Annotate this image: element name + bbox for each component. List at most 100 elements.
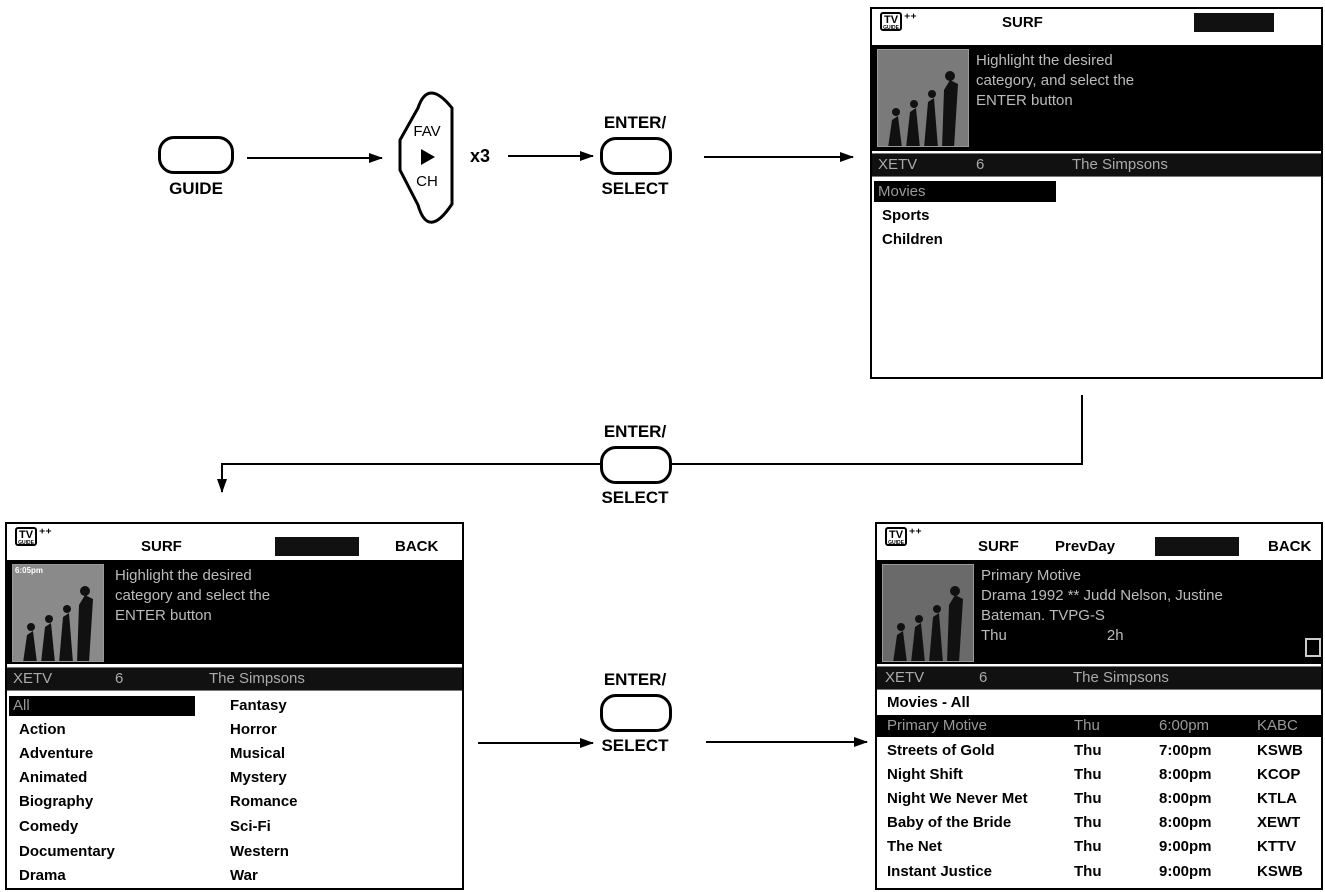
movie-row[interactable]: Streets of Gold Thu 7:00pm KSWB	[877, 740, 1321, 762]
program-description: Primary Motive Drama 1992 ** Judd Nelson…	[981, 567, 1223, 644]
surf-tab[interactable]: SURF	[1002, 14, 1043, 31]
movie-station: KTLA	[1257, 790, 1297, 807]
genre-item-biography[interactable]: Biography	[19, 793, 94, 810]
enter-label-3: ENTER/	[603, 670, 667, 689]
genre-item-animated[interactable]: Animated	[19, 769, 88, 786]
movie-title: Baby of the Bride	[887, 814, 1012, 831]
category-item-movies[interactable]: Movies	[874, 181, 1056, 202]
surf-tab[interactable]: SURF	[141, 538, 182, 555]
logo-mark: ⁺⁺	[39, 526, 52, 540]
movie-time: 9:00pm	[1159, 863, 1212, 880]
prevday-tab[interactable]: PrevDay	[1055, 538, 1116, 555]
movie-time: 8:00pm	[1159, 814, 1212, 831]
genre-item-all[interactable]: All	[9, 696, 195, 716]
movie-time: 8:00pm	[1159, 790, 1212, 807]
movie-day: Thu	[1074, 742, 1102, 759]
genre-item-sci-fi[interactable]: Sci-Fi	[230, 818, 271, 835]
movie-row[interactable]: Night We Never Met Thu 8:00pm KTLA	[877, 788, 1321, 810]
movie-title: Night Shift	[887, 766, 963, 783]
selected-tab[interactable]	[275, 537, 359, 556]
genre-item-documentary[interactable]: Documentary	[19, 843, 115, 860]
movie-station: KTTV	[1257, 838, 1297, 855]
select-label-2: SELECT	[601, 488, 669, 507]
movie-station: XEWT	[1257, 814, 1301, 831]
ch-label: CH	[416, 173, 438, 190]
info-panel: Highlight the desired category, and sele…	[872, 45, 1321, 151]
genre-item-mystery[interactable]: Mystery	[230, 769, 287, 786]
channel-number: 6	[115, 670, 124, 687]
channel-bar: XETV 6 The Simpsons	[872, 153, 1321, 177]
movie-day: Thu	[1074, 838, 1102, 855]
movie-time: 6:00pm	[1159, 717, 1210, 734]
movie-station: KSWB	[1257, 742, 1303, 759]
movie-station: KCOP	[1257, 766, 1301, 783]
genre-item-adventure[interactable]: Adventure	[19, 745, 94, 762]
movie-station: KSWB	[1257, 863, 1303, 880]
movie-day: Thu	[1074, 790, 1102, 807]
genre-item-action[interactable]: Action	[19, 721, 66, 738]
movie-row[interactable]: Baby of the Bride Thu 8:00pm XEWT	[877, 812, 1321, 834]
genre-item-drama[interactable]: Drama	[19, 867, 66, 884]
back-tab[interactable]: BACK	[1268, 538, 1312, 555]
movie-time: 9:00pm	[1159, 838, 1212, 855]
genre-item-musical[interactable]: Musical	[230, 745, 286, 762]
channel-bar: XETV 6 The Simpsons	[7, 667, 462, 691]
current-show: The Simpsons	[1073, 669, 1169, 686]
enter-select-button-3[interactable]	[600, 694, 672, 732]
movie-title: Primary Motive	[887, 717, 988, 734]
channel-number: 6	[979, 669, 988, 686]
genre-item-western[interactable]: Western	[230, 843, 289, 860]
guide-button[interactable]	[158, 136, 234, 174]
current-show: The Simpsons	[209, 670, 305, 687]
genre-item-comedy[interactable]: Comedy	[19, 818, 79, 835]
play-triangle-icon	[421, 149, 435, 165]
genre-item-fantasy[interactable]: Fantasy	[230, 697, 287, 714]
silhouette-image	[13, 565, 103, 661]
category-item-sports[interactable]: Sports	[882, 207, 930, 224]
select-label-1: SELECT	[601, 179, 669, 198]
enter-select-button-2[interactable]	[600, 446, 672, 484]
movie-day: Thu	[1074, 717, 1100, 734]
program-thumbnail: 6:05pm	[12, 564, 104, 662]
category-item-children[interactable]: Children	[882, 231, 943, 248]
movie-title: Streets of Gold	[887, 742, 995, 759]
selected-tab[interactable]	[1155, 537, 1239, 556]
current-show: The Simpsons	[1072, 156, 1168, 173]
repeat-count: x3	[470, 146, 491, 166]
movie-time: 8:00pm	[1159, 766, 1212, 783]
movie-row[interactable]: The Net Thu 9:00pm KTTV	[877, 836, 1321, 858]
fav-label: FAV	[413, 123, 441, 140]
program-thumbnail	[877, 49, 969, 147]
movie-day: Thu	[1074, 766, 1102, 783]
channel-number: 6	[976, 156, 985, 173]
logo-mark: ⁺⁺	[909, 526, 922, 540]
movie-title: The Net	[887, 838, 943, 855]
surf-tab[interactable]: SURF	[978, 538, 1019, 555]
movie-row[interactable]: Instant Justice Thu 9:00pm KSWB	[877, 861, 1321, 883]
selected-tab[interactable]	[1194, 13, 1274, 32]
channel-name: XETV	[885, 669, 925, 686]
genre-item-romance[interactable]: Romance	[230, 793, 298, 810]
silhouette-image	[883, 565, 973, 661]
info-panel: 6:05pm Highlight the desired category an…	[7, 560, 462, 664]
movie-day: Thu	[1074, 863, 1102, 880]
thumbnail-time: 6:05pm	[15, 566, 44, 575]
back-tab[interactable]: BACK	[395, 538, 439, 555]
enter-label-2: ENTER/	[603, 422, 667, 441]
movie-row[interactable]: Night Shift Thu 8:00pm KCOP	[877, 764, 1321, 786]
movie-title: Night We Never Met	[887, 790, 1028, 807]
genre-item-war[interactable]: War	[230, 867, 258, 884]
info-panel: Primary Motive Drama 1992 ** Judd Nelson…	[877, 560, 1321, 664]
program-thumbnail	[882, 564, 974, 662]
movie-row[interactable]: Primary Motive Thu 6:00pm KABC	[877, 715, 1321, 737]
genre-item-horror[interactable]: Horror	[230, 721, 277, 738]
enter-select-button-1[interactable]	[600, 137, 672, 175]
select-label-3: SELECT	[601, 736, 669, 755]
movie-title: Instant Justice	[887, 863, 993, 880]
